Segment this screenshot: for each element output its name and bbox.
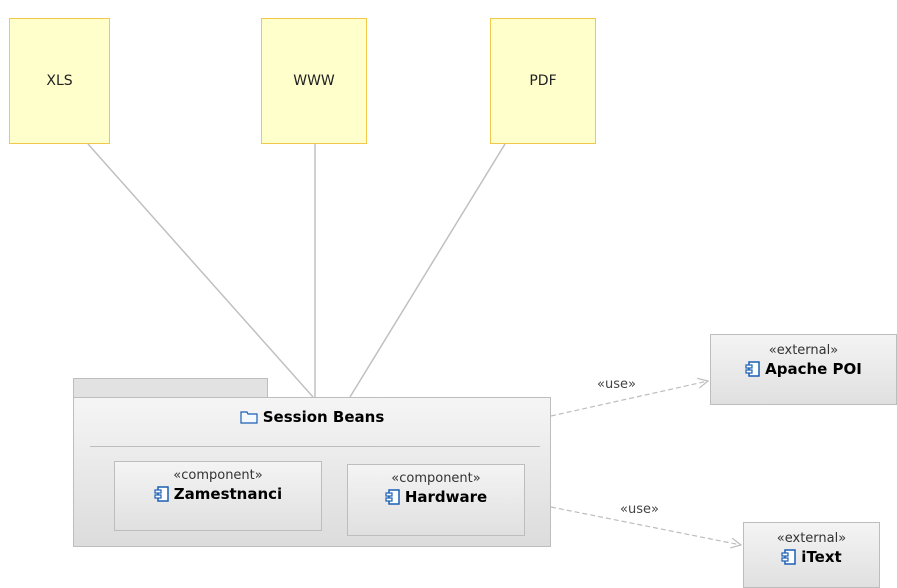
package-title: Session Beans	[74, 408, 550, 426]
external-stereotype: «external»	[768, 343, 839, 358]
xls-note[interactable]: XLS	[9, 18, 110, 144]
package-divider	[90, 446, 540, 447]
xls-connector	[87, 143, 314, 398]
component-zamestnanci[interactable]: «component» Zamestnanci	[114, 461, 322, 531]
use-label-apache-poi: «use»	[597, 377, 636, 392]
component-name: Zamestnanci	[115, 484, 321, 504]
use-dependency-itext	[550, 506, 741, 545]
package-tab	[73, 378, 268, 398]
www-note-label: WWW	[293, 73, 335, 89]
component-icon	[385, 489, 401, 505]
use-dependency-apache-poi	[550, 381, 708, 417]
use-label-itext: «use»	[620, 502, 659, 517]
external-itext[interactable]: «external» iText	[743, 522, 880, 588]
package-name: Session Beans	[262, 408, 385, 426]
component-icon	[745, 361, 761, 377]
package-icon	[240, 410, 258, 424]
pdf-note[interactable]: PDF	[490, 18, 596, 144]
component-icon	[154, 486, 170, 502]
component-name: Hardware	[348, 487, 524, 507]
component-icon	[781, 549, 797, 565]
xls-note-label: XLS	[46, 73, 73, 89]
component-stereotype: «component»	[173, 468, 263, 483]
component-hardware[interactable]: «component» Hardware	[347, 464, 525, 536]
www-note[interactable]: WWW	[261, 18, 367, 144]
external-stereotype: «external»	[776, 531, 847, 546]
external-name: iText	[744, 547, 879, 567]
session-beans-package[interactable]: Session Beans «component» Zamestnanci «c…	[73, 397, 551, 547]
component-stereotype: «component»	[391, 471, 481, 486]
pdf-connector	[349, 143, 506, 398]
external-apache-poi[interactable]: «external» Apache POI	[710, 334, 897, 405]
pdf-note-label: PDF	[529, 73, 557, 89]
external-name: Apache POI	[711, 359, 896, 379]
